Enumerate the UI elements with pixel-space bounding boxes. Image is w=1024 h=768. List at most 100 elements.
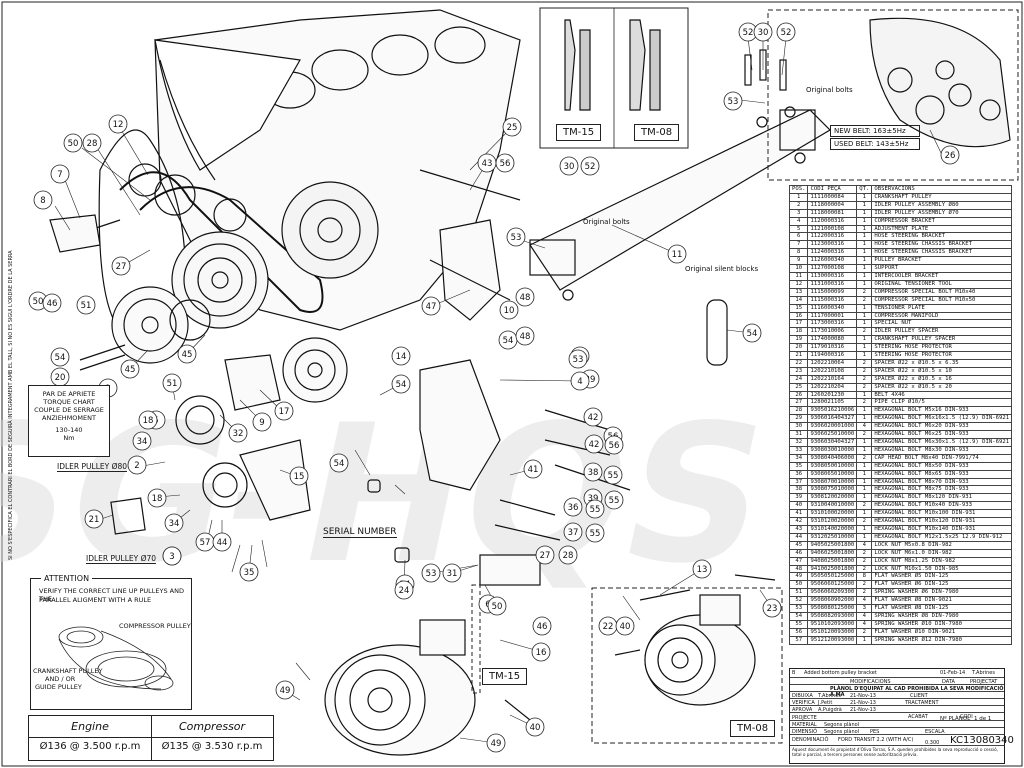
- callout-number: 11: [672, 250, 683, 260]
- callout-number: 20: [55, 373, 66, 383]
- acabat-label: ACABAT: [908, 714, 928, 720]
- bom-qty: 1: [856, 461, 873, 471]
- bom-code: 9510102093000: [807, 619, 858, 629]
- bom-qty: 1: [856, 319, 873, 329]
- bom-description: HEXAGONAL BOLT M8x65 DIN-933: [871, 469, 1013, 479]
- bom-qty: 2: [856, 366, 873, 376]
- bom-description: CRANKSHAFT PULLEY: [871, 192, 1013, 202]
- bom-code: 9508082093000: [807, 611, 858, 621]
- bom-pos: 5: [788, 224, 809, 234]
- bom-code: 1117000001: [807, 311, 858, 321]
- tm08-top-label: TM-08: [634, 124, 680, 141]
- bom-qty: 2: [856, 382, 873, 392]
- dibuixa-date: 21-Nov-13: [850, 693, 876, 699]
- idler-pulley-80-label: IDLER PULLEY Ø80: [57, 462, 128, 472]
- bom-pos: 43: [788, 524, 809, 534]
- bom-pos: 49: [788, 572, 809, 582]
- bom-description: HEXAGONAL BOLT M6x25 DIN-933: [871, 430, 1013, 439]
- verifica-name: J.Petit: [818, 700, 833, 706]
- bom-qty: 1: [856, 271, 873, 281]
- bom-pos: 34: [788, 453, 809, 463]
- bom-pos: 48: [788, 564, 809, 574]
- sheet-count: 1 de 1: [974, 716, 992, 722]
- bom-description: SPECIAL NUT: [871, 319, 1013, 329]
- bom-pos: 33: [788, 445, 809, 455]
- bom-code: 1124000316: [807, 248, 858, 258]
- bom-qty: 2: [856, 588, 873, 598]
- callout-number: 53: [511, 233, 522, 243]
- bom-qty: 2: [856, 501, 873, 511]
- callout-number: 46: [537, 622, 548, 632]
- bom-pos: 14: [788, 295, 809, 305]
- callout-number: 16: [536, 648, 547, 658]
- bom-pos: 50: [788, 580, 809, 590]
- bom-description: BELT 4X46: [871, 390, 1013, 400]
- bom-qty: 2: [856, 517, 873, 526]
- bom-pos: 42: [788, 517, 809, 526]
- bom-qty: 2: [856, 548, 873, 558]
- bom-pos: 27: [788, 398, 809, 408]
- callout-circle: [535, 545, 555, 565]
- bom-code: 1280021105: [807, 398, 858, 408]
- bom-pos: 37: [788, 477, 809, 487]
- callout-number: 34: [137, 437, 148, 447]
- callout-circle: [421, 563, 441, 583]
- callout-number: 4: [577, 377, 582, 387]
- callout-number: 17: [279, 407, 290, 417]
- bom-description: IDLER PULLEY SPACER: [871, 327, 1013, 337]
- bom-description: HEXAGONAL BOLT M8x75 DIN-933: [871, 485, 1013, 495]
- bom-description: CRANKSHAFT PULLEY SPACER: [871, 335, 1013, 345]
- callout-circle: [692, 559, 712, 579]
- bom-description: LOCK NUT M5x0.8 DIN-982: [871, 540, 1013, 550]
- callout-circle: [532, 616, 552, 636]
- callout-circle: [147, 488, 167, 508]
- bom-pos: 7: [788, 240, 809, 250]
- callout-circle: [164, 513, 184, 533]
- bom-description: SPRING WASHER Ø8 DIN-7980: [871, 611, 1013, 621]
- denominacio-value: FORD TRANSIT 2.2 (WITH A/C): [838, 737, 914, 743]
- bom-code: 9408025001800: [807, 556, 858, 566]
- bom-pos: 11: [788, 271, 809, 281]
- bom-pos: 55: [788, 619, 809, 629]
- callout-number: 12: [113, 120, 124, 130]
- aprova-date: 21-Nov-13: [850, 707, 876, 713]
- idler-pulley-70-label: IDLER PULLEY Ø70: [86, 554, 157, 564]
- pulley-speed-table: Engine Compressor Ø136 @ 3.500 r.p.m Ø13…: [28, 715, 274, 761]
- title-block: B Added bottom pulley bracket 01-Feb-14 …: [789, 668, 1014, 764]
- bom-code: 9512120093000: [807, 635, 858, 645]
- cad-warning: PLÀNOL D'EQUIPAT AL CAD PROHIBIDA LA SEV…: [830, 686, 1004, 698]
- bom-description: FLAT WASHER Ø5 DIN-125: [871, 572, 1013, 582]
- callout-number: 29: [585, 375, 596, 385]
- bom-qty: 1: [856, 414, 873, 424]
- bom-code: 1122000316: [807, 232, 858, 242]
- bom-pos: 10: [788, 264, 809, 273]
- callout-number: 41: [528, 465, 539, 475]
- callout-number: 10: [504, 306, 515, 316]
- bom-code: 9505050125000: [807, 572, 858, 582]
- bom-qty: 2: [856, 580, 873, 590]
- bom-pos: 35: [788, 461, 809, 471]
- callout-number: 53: [728, 97, 739, 107]
- modifications-header: MODIFICACIONS: [850, 679, 891, 685]
- callout-circle: [563, 522, 583, 542]
- bom-header-code: CODI PEÇA: [807, 185, 858, 194]
- belt-frequency-box: NEW BELT: 163±5Hz USED BELT: 143±5Hz: [830, 125, 920, 151]
- original-silent-blocks-label: Original silent blocks: [685, 265, 759, 273]
- bom-pos: 36: [788, 469, 809, 479]
- callout-number: 55: [609, 496, 620, 506]
- bom-code: 9508060902000: [807, 596, 858, 606]
